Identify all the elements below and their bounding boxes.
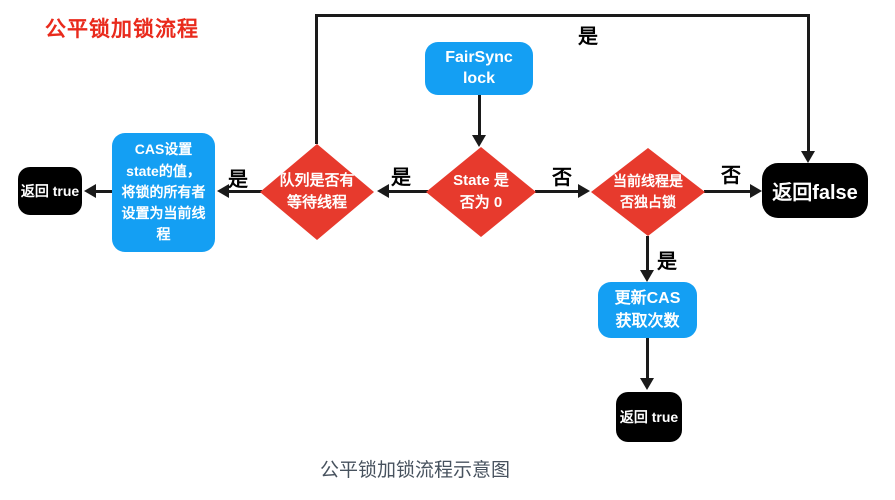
node-return-false-label: 返回false bbox=[772, 182, 858, 204]
node-update-cas-count: 更新CAS 获取次数 bbox=[598, 282, 697, 338]
node-current-thread-exclusive: 当前线程是 否独占锁 bbox=[591, 148, 705, 236]
edge-state-to-queue bbox=[388, 190, 428, 193]
edge-false-top-vertical bbox=[807, 14, 810, 152]
node-return-false: 返回false bbox=[762, 163, 868, 218]
node-return-true-left-label: 返回 true bbox=[20, 183, 80, 199]
arrowhead-into-return-false-top bbox=[801, 151, 815, 163]
edge-label-state-no: 否 bbox=[552, 167, 572, 189]
edge-queue-top-vertical bbox=[315, 15, 318, 144]
edge-state-to-current bbox=[535, 190, 579, 193]
node-fairsync-lock: FairSync lock bbox=[425, 42, 533, 95]
edge-label-top-yes: 是 bbox=[578, 26, 598, 48]
arrowhead-into-update-cas bbox=[640, 270, 654, 282]
page-title: 公平锁加锁流程 bbox=[45, 18, 199, 41]
arrowhead-into-cas bbox=[217, 184, 229, 198]
edge-label-current-no: 否 bbox=[721, 165, 741, 187]
node-return-true-left: 返回 true bbox=[18, 167, 82, 215]
arrowhead-into-queue bbox=[377, 184, 389, 198]
node-queue-has-waiting-threads-label: 队列是否有 等待线程 bbox=[279, 171, 355, 212]
node-fairsync-lock-label: FairSync lock bbox=[445, 48, 513, 87]
node-state-is-zero-label: State 是 否为 0 bbox=[453, 171, 509, 212]
arrowhead-into-current bbox=[578, 184, 590, 198]
node-state-is-zero: State 是 否为 0 bbox=[426, 147, 536, 237]
arrowhead-into-state bbox=[472, 135, 486, 147]
diagram-caption: 公平锁加锁流程示意图 bbox=[319, 460, 510, 481]
edge-fairsync-to-state bbox=[478, 95, 481, 136]
arrowhead-into-return-false-left bbox=[750, 184, 762, 198]
edge-label-queue-yes: 是 bbox=[228, 169, 248, 191]
edge-label-state-yes: 是 bbox=[391, 167, 411, 189]
edge-update-to-true bbox=[646, 338, 649, 379]
edge-label-current-yes: 是 bbox=[657, 251, 677, 273]
node-update-cas-count-label: 更新CAS 获取次数 bbox=[614, 289, 681, 330]
arrowhead-into-true-left bbox=[84, 184, 96, 198]
edge-top-horizontal bbox=[315, 14, 810, 17]
node-queue-has-waiting-threads: 队列是否有 等待线程 bbox=[260, 144, 374, 240]
node-cas-set-state-label: CAS设置 state的值， 将锁的所有者 设置为当前线 程 bbox=[121, 141, 206, 243]
edge-queue-to-cas bbox=[228, 190, 262, 193]
edge-cas-to-true bbox=[95, 190, 113, 193]
node-cas-set-state: CAS设置 state的值， 将锁的所有者 设置为当前线 程 bbox=[112, 133, 215, 252]
node-return-true-bottom: 返回 true bbox=[616, 392, 682, 442]
node-return-true-bottom-label: 返回 true bbox=[619, 409, 679, 425]
arrowhead-into-true-bottom bbox=[640, 378, 654, 390]
edge-current-to-false bbox=[704, 190, 751, 193]
node-current-thread-exclusive-label: 当前线程是 否独占锁 bbox=[613, 173, 683, 210]
edge-current-to-update bbox=[646, 236, 649, 271]
